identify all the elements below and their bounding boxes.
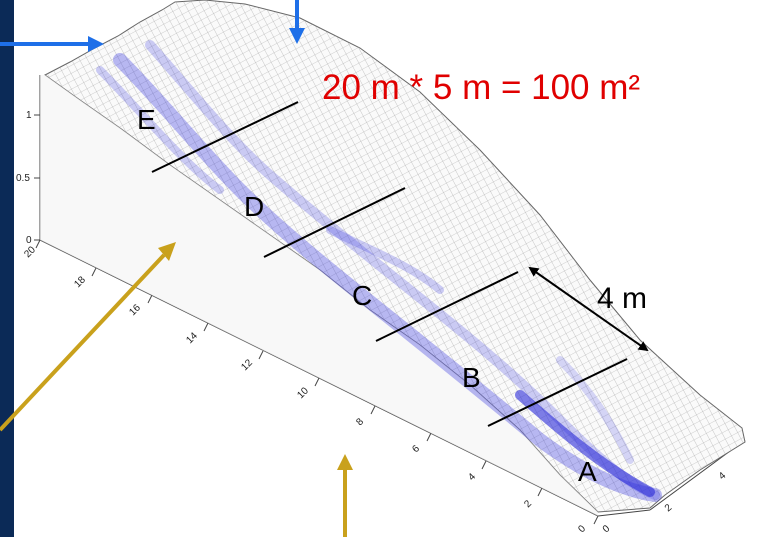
y-axis-ticks bbox=[35, 239, 599, 525]
gold-arrow-bottom bbox=[337, 454, 353, 537]
section-label-a: A bbox=[578, 456, 597, 487]
z-tick-0-5: 0.5 bbox=[16, 173, 30, 184]
y-tick-2: 2 bbox=[522, 498, 534, 510]
blue-arrow-left bbox=[0, 36, 104, 52]
section-label-e: E bbox=[137, 104, 156, 135]
y-tick-10: 10 bbox=[295, 385, 311, 401]
width-dimension-arrow bbox=[528, 266, 649, 352]
y-tick-4: 4 bbox=[466, 471, 478, 483]
z-tick-0: 0 bbox=[26, 235, 32, 246]
blue-arrow-top bbox=[289, 0, 305, 44]
y-tick-16: 16 bbox=[127, 302, 143, 318]
section-dividers bbox=[151, 101, 628, 427]
area-formula: 20 m * 5 m = 100 m² bbox=[322, 68, 641, 107]
y-tick-20: 20 bbox=[22, 244, 38, 260]
y-tick-18: 18 bbox=[72, 274, 88, 290]
y-tick-12: 12 bbox=[239, 357, 255, 373]
gold-arrow-left bbox=[0, 242, 176, 432]
x-tick-4: 4 bbox=[717, 470, 729, 482]
section-label-b: B bbox=[462, 362, 481, 393]
z-tick-1: 1 bbox=[26, 110, 32, 121]
section-label-c: C bbox=[352, 280, 373, 311]
terrain-surface bbox=[40, 0, 746, 516]
width-label: 4 m bbox=[597, 282, 648, 315]
z-axis bbox=[34, 114, 40, 241]
x-tick-2: 2 bbox=[663, 502, 675, 514]
section-label-d: D bbox=[244, 191, 265, 222]
y-tick-14: 14 bbox=[184, 330, 200, 346]
y-tick-6: 6 bbox=[410, 443, 422, 455]
y-tick-0: 0 bbox=[576, 523, 588, 535]
x-axis-labels: 0 2 4 bbox=[601, 470, 729, 535]
y-tick-8: 8 bbox=[354, 416, 366, 428]
x-tick-0: 0 bbox=[601, 523, 613, 535]
